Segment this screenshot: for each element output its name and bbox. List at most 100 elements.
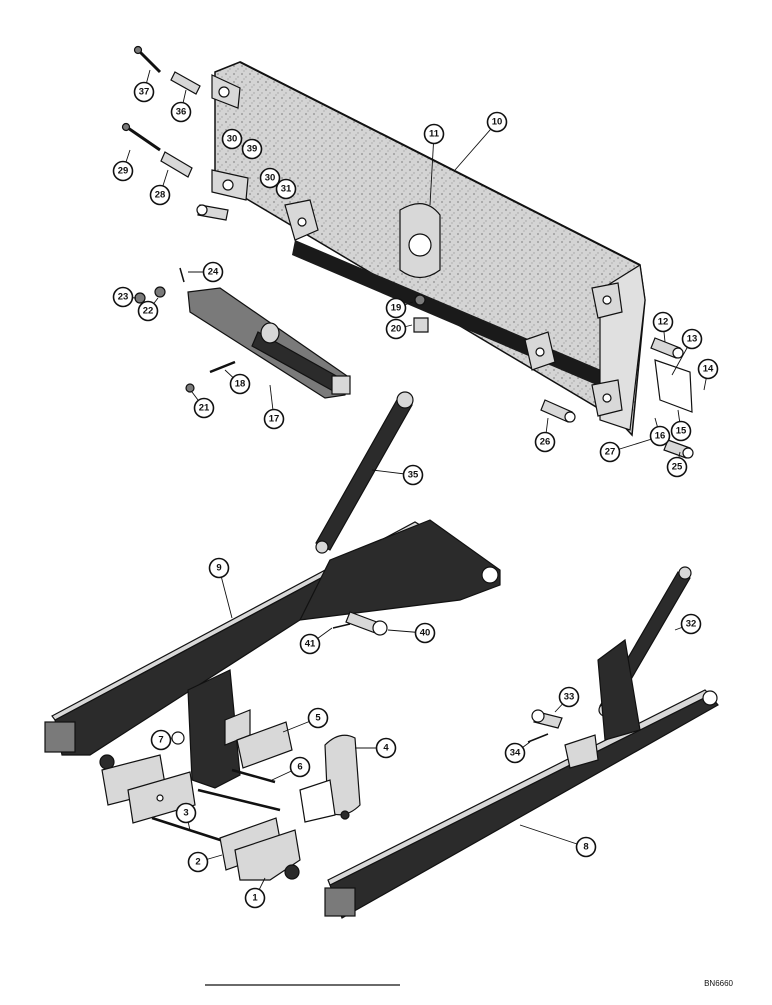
- leader-line-8: [519, 824, 587, 848]
- callout-18: 18: [229, 373, 251, 395]
- hydraulic-cylinder-35: [315, 391, 414, 554]
- pin-26: [540, 399, 576, 423]
- bolt-6: [231, 768, 276, 784]
- callout-number: 6: [297, 762, 302, 773]
- callout-16: 16: [649, 425, 671, 447]
- callout-25: 25: [666, 456, 688, 478]
- push-beam-8: [324, 638, 719, 919]
- callout-circle: [229, 373, 251, 395]
- callout-40: 40: [414, 622, 436, 644]
- callout-circle: [259, 167, 281, 189]
- callout-34: 34: [504, 742, 526, 764]
- callout-number: 31: [281, 184, 292, 195]
- callout-circle: [133, 81, 155, 103]
- callout-22: 22: [137, 300, 159, 322]
- callout-number: 28: [155, 190, 166, 201]
- callout-number: 11: [429, 129, 440, 140]
- callout-number: 7: [158, 735, 163, 746]
- pin-40: [345, 611, 388, 636]
- callout-circle: [599, 441, 621, 463]
- callout-35: 35: [402, 464, 424, 486]
- callout-number: 37: [139, 87, 150, 98]
- callout-number: 22: [143, 306, 154, 317]
- callout-circle: [307, 707, 329, 729]
- callout-circle: [241, 138, 263, 160]
- push-beam-9: [44, 519, 501, 756]
- callout-number: 29: [118, 166, 129, 177]
- callout-circle: [244, 887, 266, 909]
- callout-36: 36: [170, 101, 192, 123]
- callout-number: 39: [247, 144, 258, 155]
- callout-number: 21: [199, 403, 210, 414]
- nut-21: [185, 383, 195, 393]
- callout-number: 19: [391, 303, 402, 314]
- callout-number: 20: [391, 324, 402, 335]
- callout-circle: [504, 742, 526, 764]
- pivot-arm-17: [187, 287, 351, 399]
- callout-number: 4: [383, 743, 389, 754]
- blade-end-bracket-top: [591, 282, 623, 319]
- callout-number: 34: [510, 748, 521, 759]
- callout-1: 1: [244, 887, 266, 909]
- callout-circle: [299, 633, 321, 655]
- callout-15: 15: [670, 420, 692, 442]
- callout-21: 21: [193, 397, 215, 419]
- callout-number: 23: [118, 292, 129, 303]
- bolt-37: [133, 45, 162, 74]
- pin-12: [650, 337, 684, 359]
- callout-number: 3: [183, 808, 188, 819]
- callout-circle: [263, 408, 285, 430]
- callout-number: 12: [658, 317, 669, 328]
- callout-9: 9: [208, 557, 230, 579]
- callout-number: 27: [605, 447, 616, 458]
- callout-circle: [275, 178, 297, 200]
- nut-23: [134, 292, 146, 304]
- callout-number: 32: [686, 619, 697, 630]
- spacer-28: [160, 151, 193, 178]
- callout-circle: [170, 101, 192, 123]
- bushing-20: [413, 317, 429, 333]
- callout-circle: [385, 318, 407, 340]
- callout-circle: [558, 686, 580, 708]
- callout-number: 30: [227, 134, 238, 145]
- callout-17: 17: [263, 408, 285, 430]
- bolt-18: [209, 360, 236, 374]
- callout-number: 17: [269, 414, 280, 425]
- callout-3: 3: [175, 802, 197, 824]
- plate-left: [127, 771, 196, 824]
- callout-number: 14: [703, 364, 714, 375]
- callout-11: 11: [423, 123, 445, 145]
- callout-8: 8: [575, 836, 597, 858]
- callout-30: 30: [221, 128, 243, 150]
- callout-circle: [486, 111, 508, 133]
- callout-12: 12: [652, 311, 674, 333]
- cotter-34: [527, 733, 549, 743]
- callout-number: 2: [195, 857, 200, 868]
- plate-5: [236, 721, 293, 769]
- callout-39: 39: [241, 138, 263, 160]
- callout-32: 32: [680, 613, 702, 635]
- blade-lug-left: [284, 199, 319, 241]
- callout-circle: [649, 425, 671, 447]
- blade-lug-right: [524, 331, 556, 371]
- callout-circle: [112, 160, 134, 182]
- blade-mount-bracket-lower: [211, 169, 249, 201]
- blade-corner-plate: [654, 359, 693, 413]
- callout-19: 19: [385, 297, 407, 319]
- callout-circle: [375, 737, 397, 759]
- callout-circle: [670, 420, 692, 442]
- callout-13: 13: [681, 328, 703, 350]
- callout-circle: [187, 851, 209, 873]
- callout-31: 31: [275, 178, 297, 200]
- callout-circle: [193, 397, 215, 419]
- callout-number: 10: [492, 117, 503, 128]
- callout-circle: [414, 622, 436, 644]
- callout-number: 9: [216, 563, 221, 574]
- nut-22: [154, 286, 166, 298]
- callout-circle: [697, 358, 719, 380]
- clamp-4: [299, 734, 361, 823]
- callout-number: 26: [540, 437, 551, 448]
- callout-number: 8: [583, 842, 588, 853]
- callout-circle: [680, 613, 702, 635]
- callout-number: 15: [676, 426, 687, 437]
